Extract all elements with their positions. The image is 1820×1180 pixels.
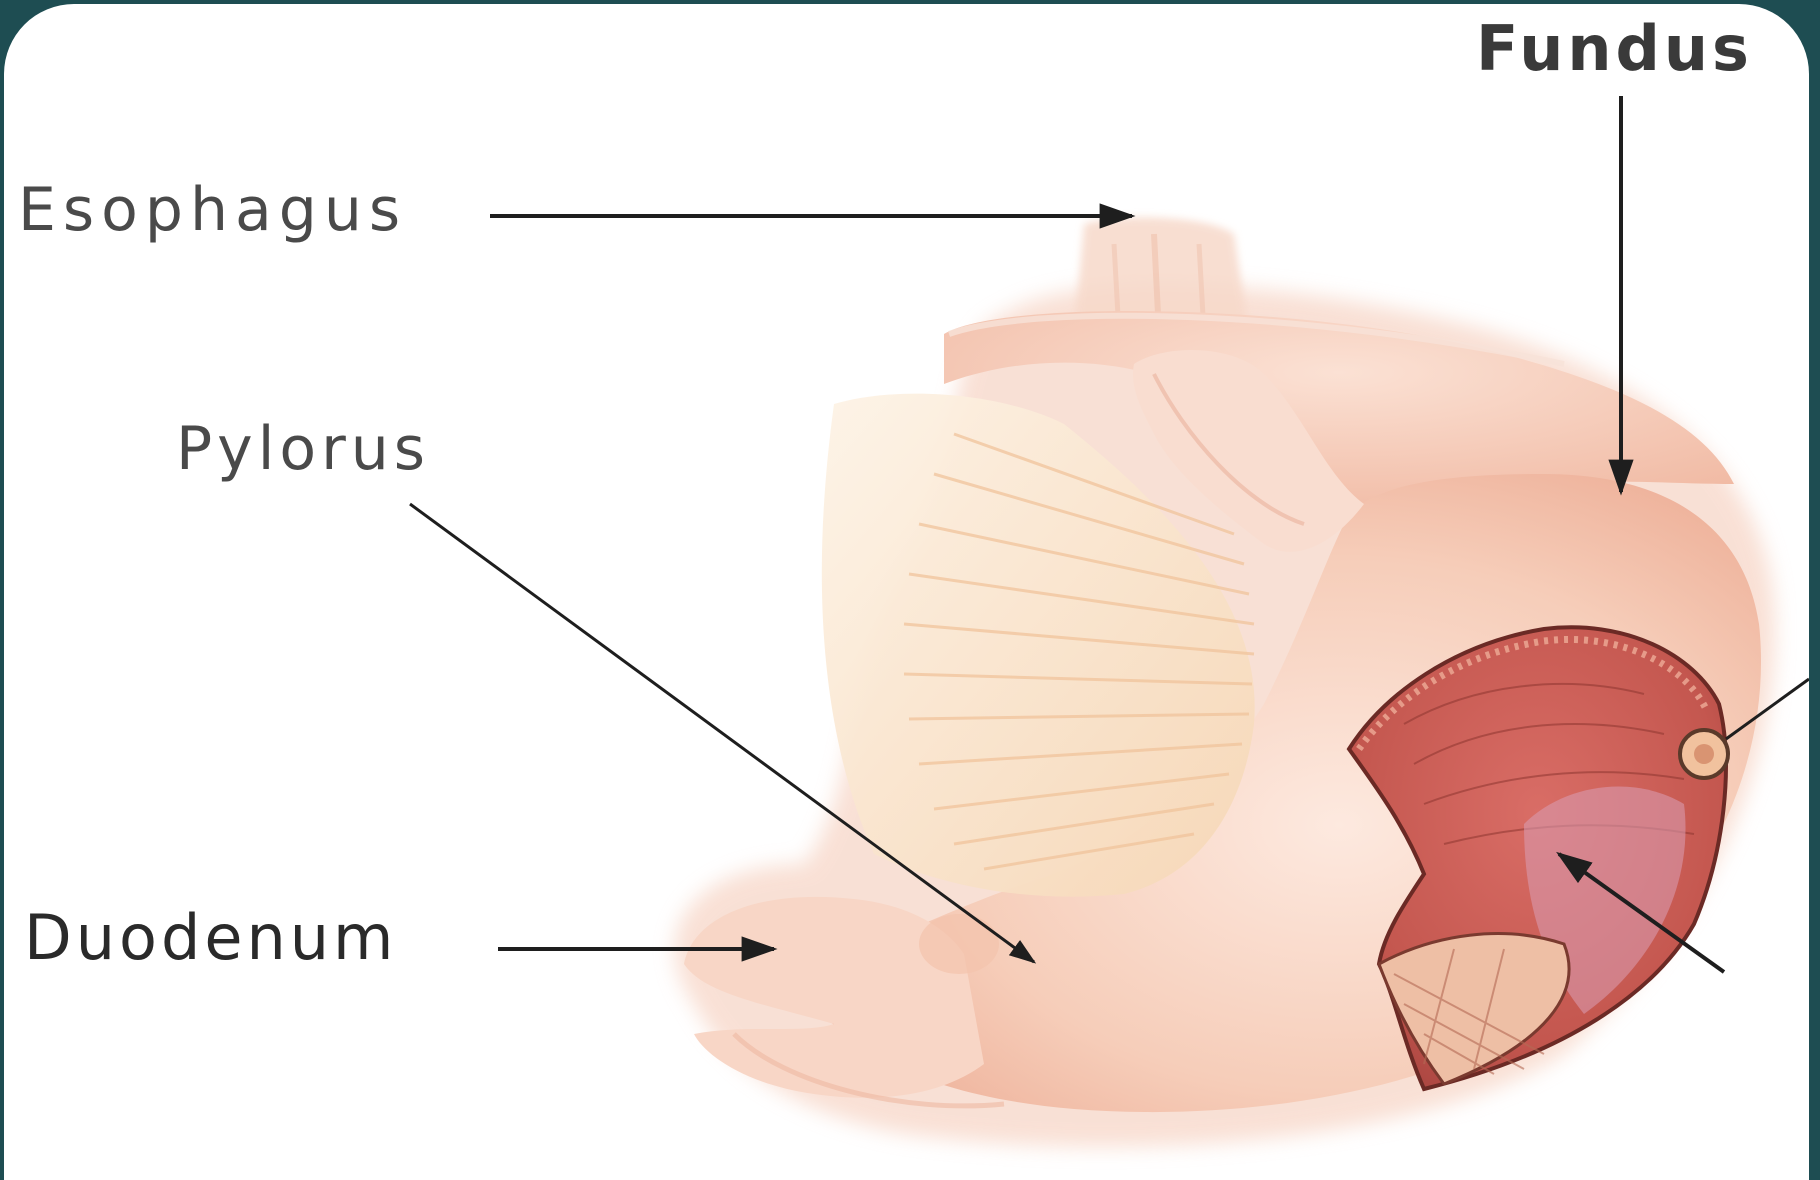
duodenum-label: Duodenum <box>24 907 397 969</box>
diagram-card: Fundus Esophagus Pylorus Duodenum <box>4 4 1809 1180</box>
pylorus-label: Pylorus <box>176 419 430 479</box>
fundus-label: Fundus <box>1476 18 1753 80</box>
esophagus-label: Esophagus <box>18 180 407 240</box>
